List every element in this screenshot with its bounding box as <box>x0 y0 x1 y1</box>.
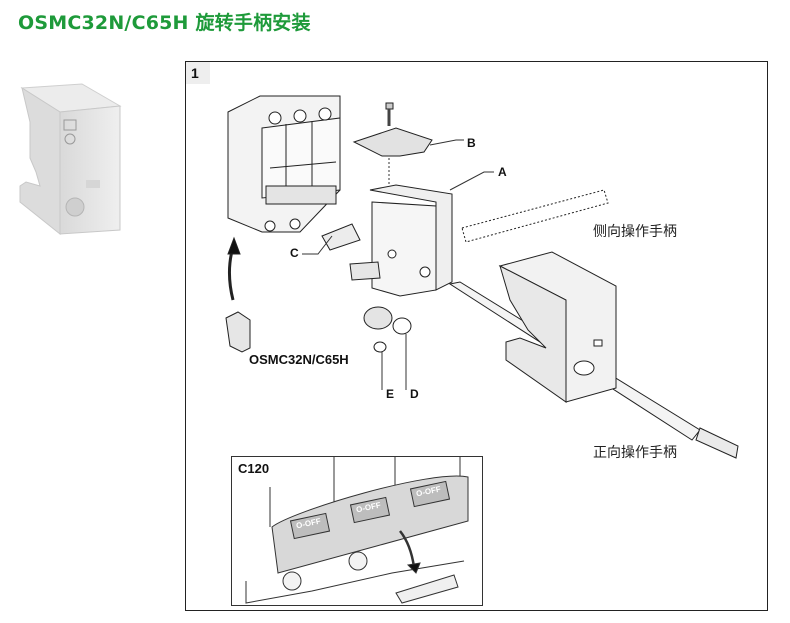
installation-diagram-frame <box>185 61 768 611</box>
rotary-handle-product-photo <box>19 83 122 236</box>
inset-label: C120 <box>238 461 270 476</box>
washer-e-illustration <box>373 341 387 353</box>
handle-block-illustration <box>498 251 617 403</box>
clip-c-illustration <box>321 223 361 251</box>
circuit-breaker-illustration <box>227 95 341 233</box>
callout-b: B <box>467 136 476 150</box>
step-number-badge: 1 <box>186 62 210 84</box>
bracket-a-illustration <box>369 184 453 297</box>
adapter-d-illustration <box>363 306 412 335</box>
osmc-module-illustration <box>225 311 251 353</box>
plate-b-illustration <box>352 127 433 157</box>
page-title: OSMC32N/C65H 旋转手柄安装 <box>18 12 311 34</box>
screw-illustration <box>385 102 394 126</box>
callout-c: C <box>290 246 299 260</box>
c120-inset: C120 O-OFF O-OFF O-OFF <box>231 456 483 606</box>
callout-d: D <box>410 387 419 401</box>
part-label-osmc: OSMC32N/C65H <box>249 352 349 367</box>
callout-e: E <box>386 387 395 401</box>
side-handle-illustration <box>461 189 609 243</box>
front-handle-label: 正向操作手柄 <box>593 445 677 461</box>
callout-a: A <box>498 165 507 179</box>
c120-breaker-illustration <box>245 457 469 604</box>
side-handle-label: 侧向操作手柄 <box>593 224 677 240</box>
